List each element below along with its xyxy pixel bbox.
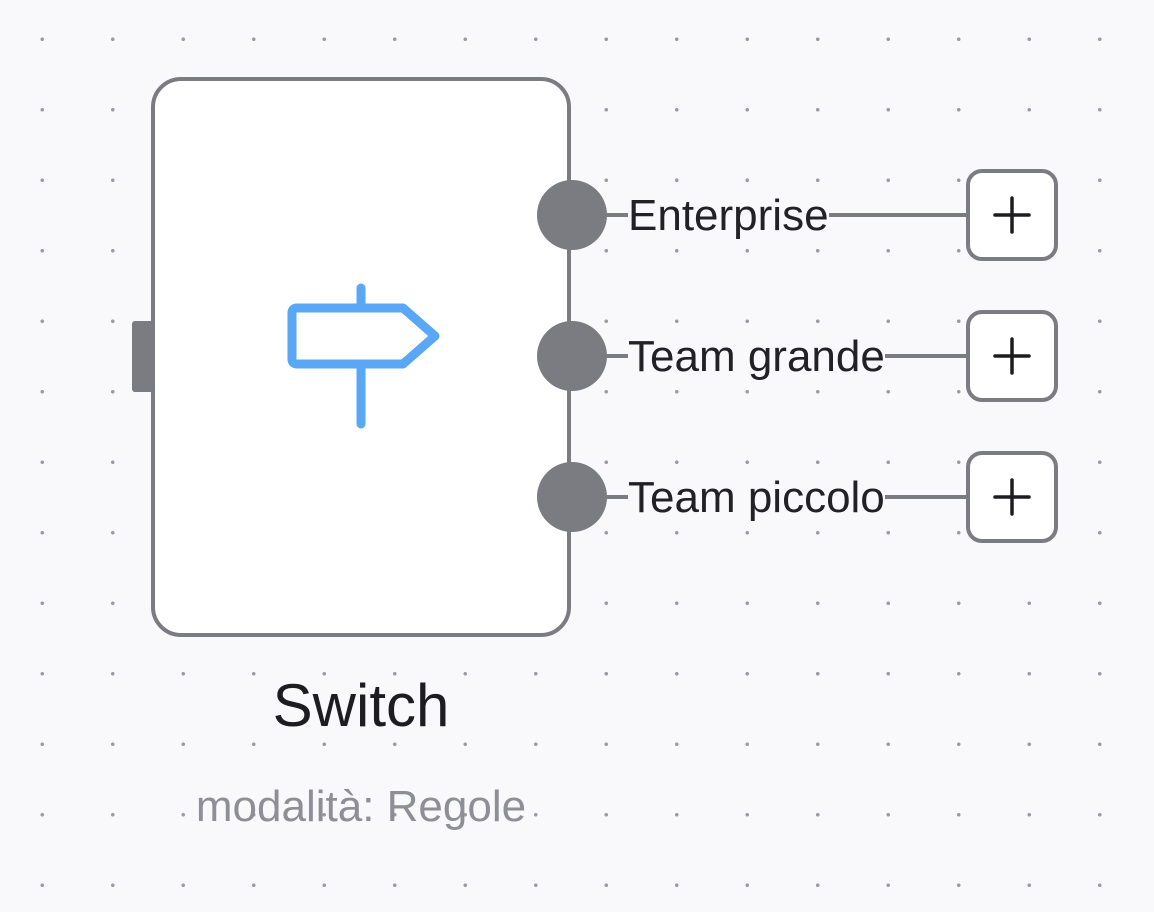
- output-handle-team-grande[interactable]: [537, 321, 607, 391]
- add-node-button-enterprise[interactable]: [966, 169, 1058, 261]
- add-node-button-team-piccolo[interactable]: [966, 451, 1058, 543]
- output-label-enterprise: Enterprise: [628, 191, 829, 240]
- output-handle-team-piccolo[interactable]: [537, 462, 607, 532]
- signpost-icon: [287, 283, 440, 429]
- node-subtitle: modalità: Regole: [195, 782, 527, 831]
- output-label-team-piccolo: Team piccolo: [628, 473, 885, 522]
- plus-icon: [993, 196, 1031, 234]
- plus-icon: [993, 337, 1031, 375]
- plus-icon: [993, 478, 1031, 516]
- switch-node[interactable]: [151, 77, 571, 637]
- output-label-team-grande: Team grande: [628, 332, 885, 381]
- output-handle-enterprise[interactable]: [537, 180, 607, 250]
- node-title: Switch: [272, 672, 450, 739]
- add-node-button-team-grande[interactable]: [966, 310, 1058, 402]
